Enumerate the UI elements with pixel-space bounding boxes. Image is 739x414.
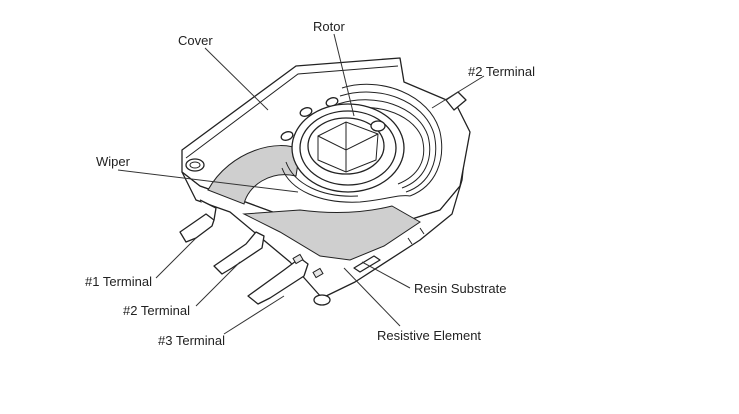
label-terminal2: #2 Terminal <box>123 303 190 318</box>
terminal-2-shape <box>213 231 265 275</box>
leader-resistive-element <box>343 267 401 327</box>
label-resistive-element: Resistive Element <box>377 328 481 343</box>
rotor-shape <box>291 103 405 193</box>
labels: Cover Rotor #2 Terminal Wiper #1 Termina… <box>85 19 535 348</box>
terminal-3-shape <box>247 257 309 305</box>
rotor-coils <box>281 83 443 203</box>
label-wiper: Wiper <box>96 154 131 169</box>
leader-terminal2 <box>195 261 241 307</box>
label-terminal3: #3 Terminal <box>158 333 225 348</box>
label-resin-substrate: Resin Substrate <box>414 281 507 296</box>
leader-rotor <box>333 33 355 117</box>
leader-lines <box>117 33 485 335</box>
leader-wiper <box>117 169 299 193</box>
label-cover: Cover <box>178 33 213 48</box>
label-terminal1: #1 Terminal <box>85 274 152 289</box>
leader-terminal2-top <box>431 75 485 109</box>
leader-terminal1 <box>155 237 197 279</box>
label-rotor: Rotor <box>313 19 345 34</box>
leader-resin-substrate <box>361 261 411 289</box>
leader-cover <box>204 47 269 111</box>
label-terminal2-top: #2 Terminal <box>468 64 535 79</box>
terminal-1-shape <box>179 213 215 243</box>
potentiometer-body <box>181 57 471 299</box>
terminals-bottom <box>179 199 331 306</box>
leader-terminal3 <box>223 295 285 335</box>
